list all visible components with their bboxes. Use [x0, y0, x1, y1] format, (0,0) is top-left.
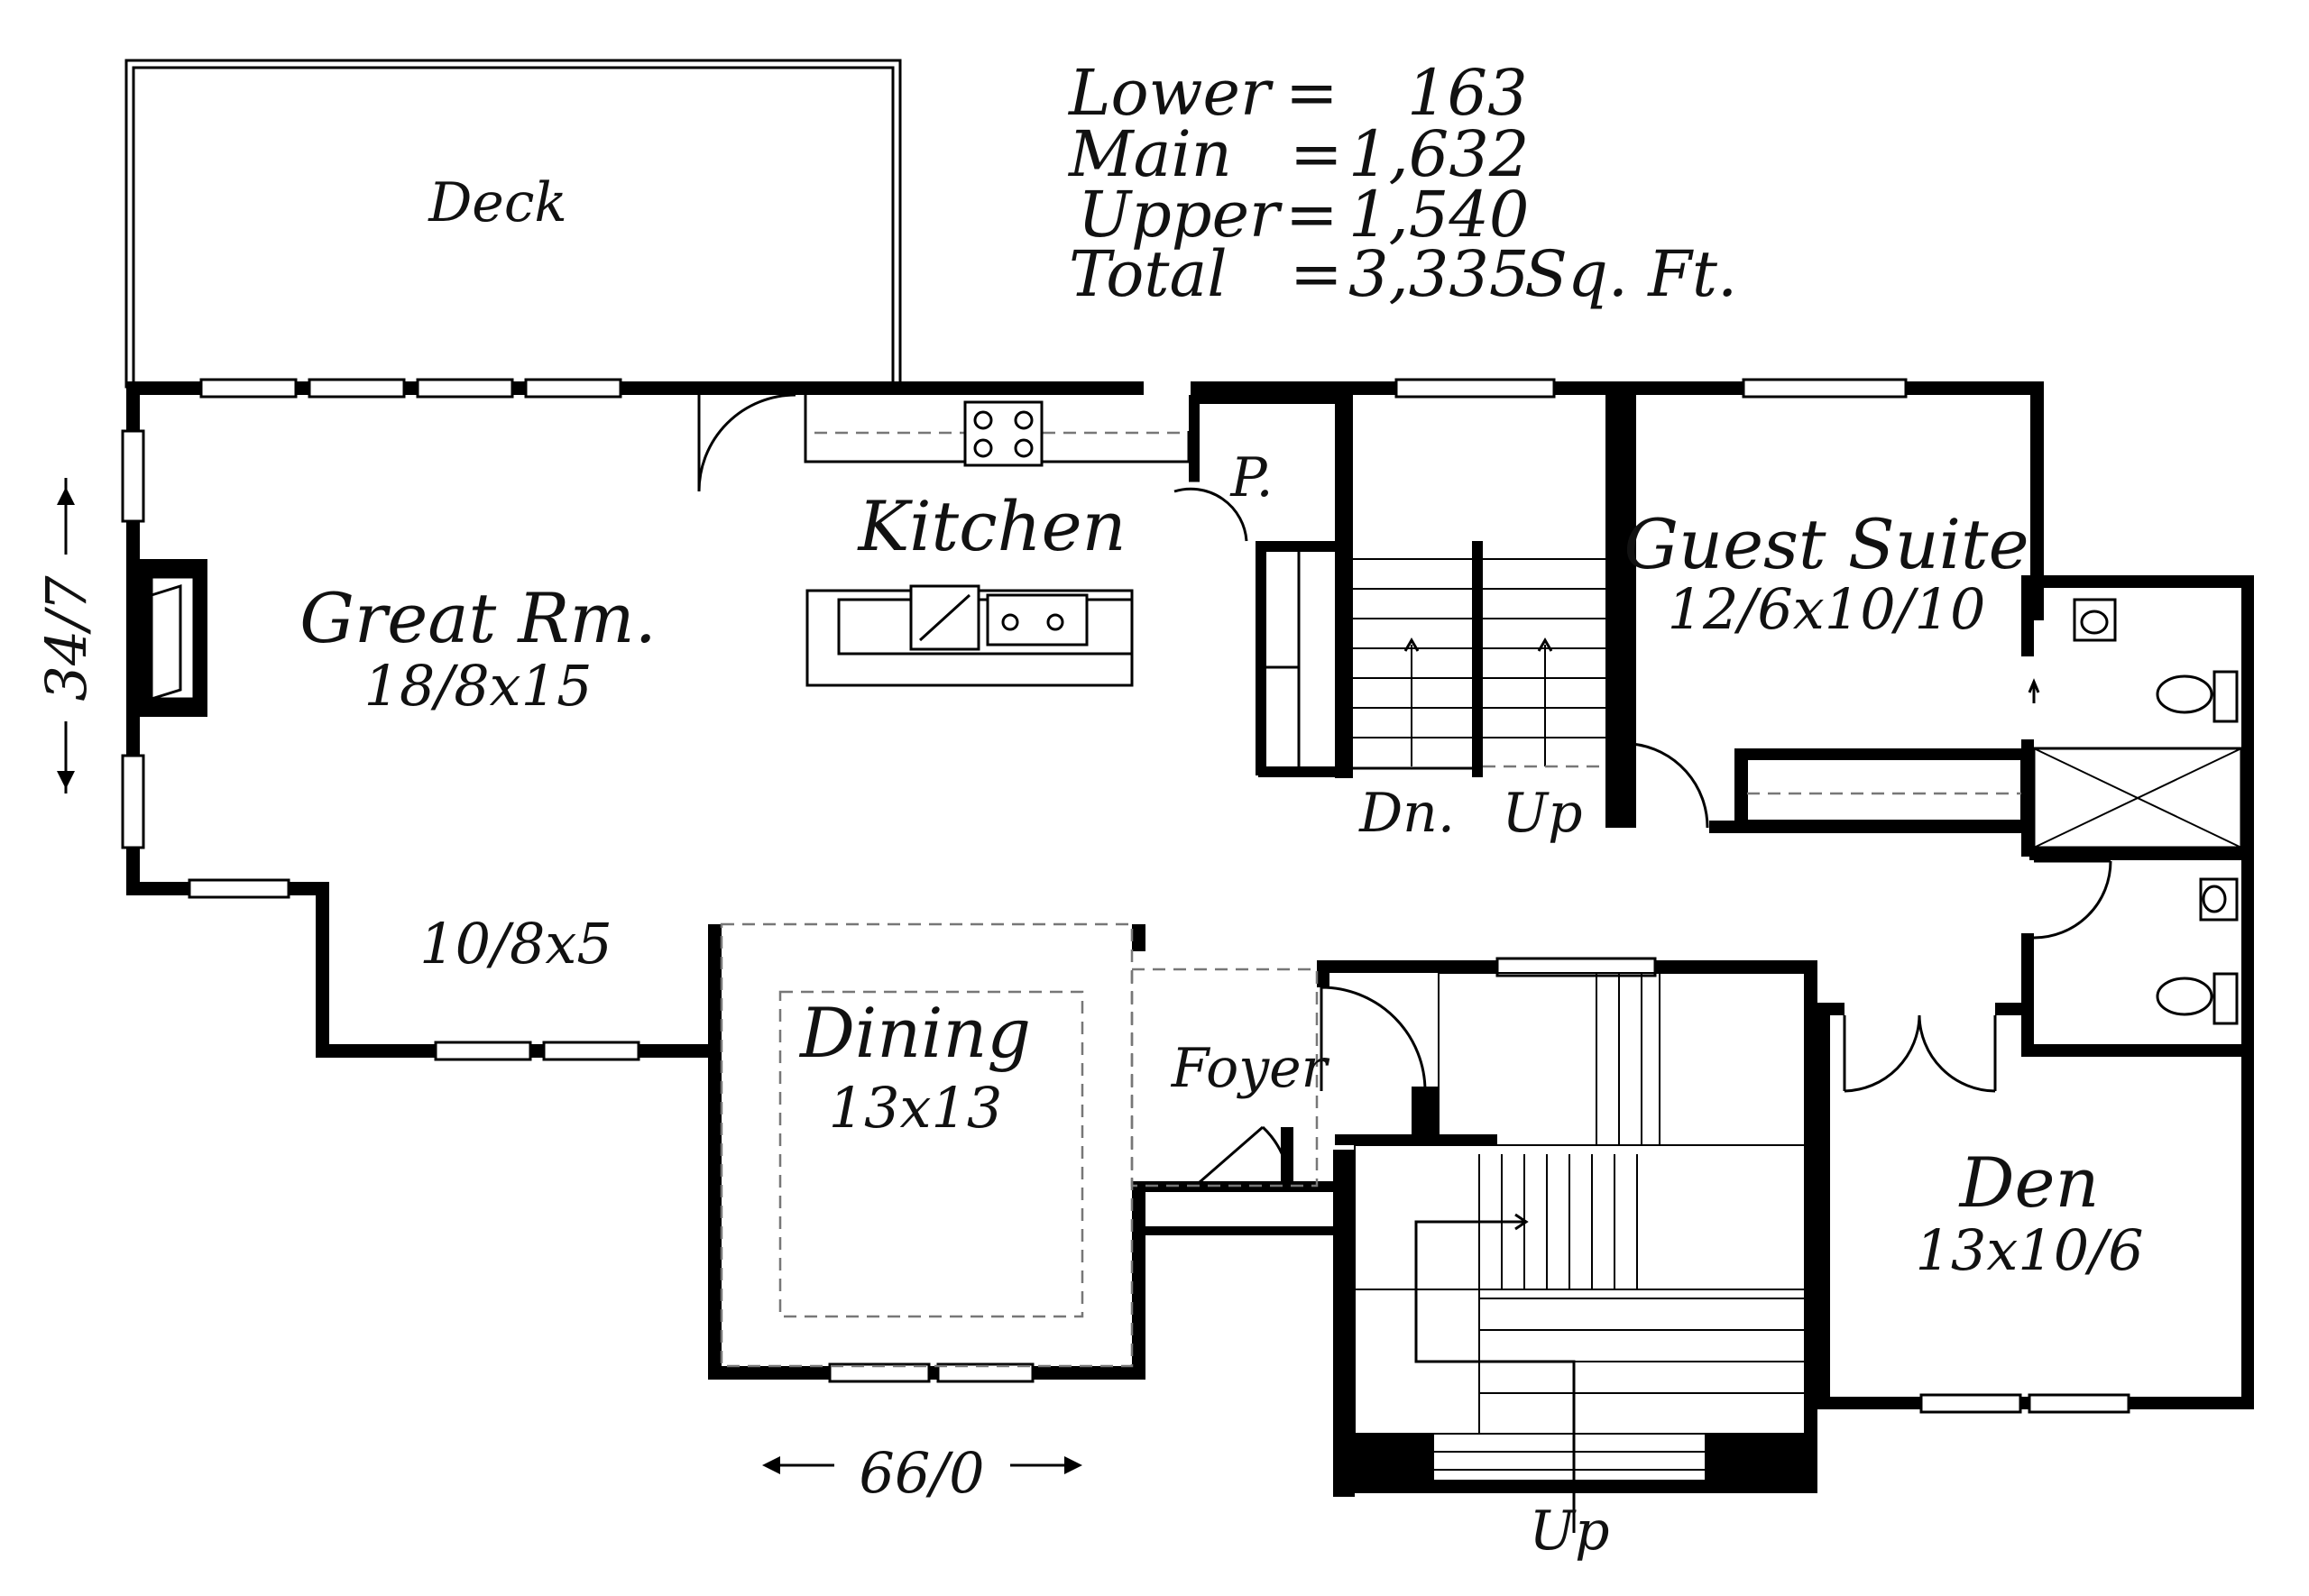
stair-down-label: Dn. [1358, 782, 1455, 845]
den-label: Den [1958, 1142, 2100, 1223]
depth-dimension: 34/7 [33, 575, 99, 702]
windows [121, 378, 2130, 1414]
kitchen-label: Kitchen [856, 486, 1126, 566]
fireplace [140, 559, 207, 717]
room-labels: Deck Kitchen P. Great Rm. 18/8x15 10/8x5… [299, 171, 2143, 1283]
equals-2: = [1290, 117, 1343, 191]
deck-label: Deck [428, 171, 567, 234]
main-value: 1,632 [1348, 117, 1529, 191]
lower-label: Lower [1067, 56, 1274, 130]
dining-label: Dining [798, 993, 1031, 1073]
upper-value: 1,540 [1348, 178, 1529, 252]
great-room-size: 18/8x15 [363, 653, 592, 719]
total-value: 3,335 [1348, 237, 1529, 311]
doors [697, 393, 2112, 1190]
dining-size: 13x13 [829, 1075, 1003, 1141]
guest-suite-size: 12/6x10/10 [1668, 576, 1986, 642]
area-summary: Lower = 163 Main = 1,632 Upper = 1,540 T… [1067, 56, 1737, 311]
area-unit: Sq. Ft. [1524, 237, 1737, 311]
guest-bath [1746, 598, 2243, 1025]
entry-stair-up-label: Up [1530, 1500, 1610, 1563]
dimension-arrows [57, 478, 1082, 1474]
total-label: Total [1069, 237, 1228, 311]
stair-labels: Dn. Up Up [1358, 782, 1609, 1563]
overall-dimensions: 34/7 66/0 [33, 575, 985, 1506]
width-dimension: 66/0 [859, 1440, 984, 1506]
great-room-label: Great Rm. [299, 578, 656, 658]
foyer-label: Foyer [1171, 1037, 1330, 1100]
main-label: Main [1067, 117, 1232, 191]
stair-up-label: Up [1503, 782, 1583, 845]
equals-3: = [1285, 178, 1338, 252]
upper-label: Upper [1078, 178, 1283, 252]
guest-suite-label: Guest Suite [1624, 504, 2028, 584]
equals-1: = [1285, 56, 1338, 130]
pantry-label: P. [1229, 446, 1273, 509]
lower-value: 163 [1407, 56, 1528, 130]
den-size: 13x10/6 [1915, 1217, 2143, 1283]
nook-size: 10/8x5 [419, 911, 612, 977]
dining-outline [720, 922, 1319, 1368]
interior-stairs [1353, 558, 1605, 770]
kitchen-fixtures [804, 395, 1301, 777]
entry-stairs [1354, 972, 1806, 1533]
equals-4: = [1290, 237, 1343, 311]
